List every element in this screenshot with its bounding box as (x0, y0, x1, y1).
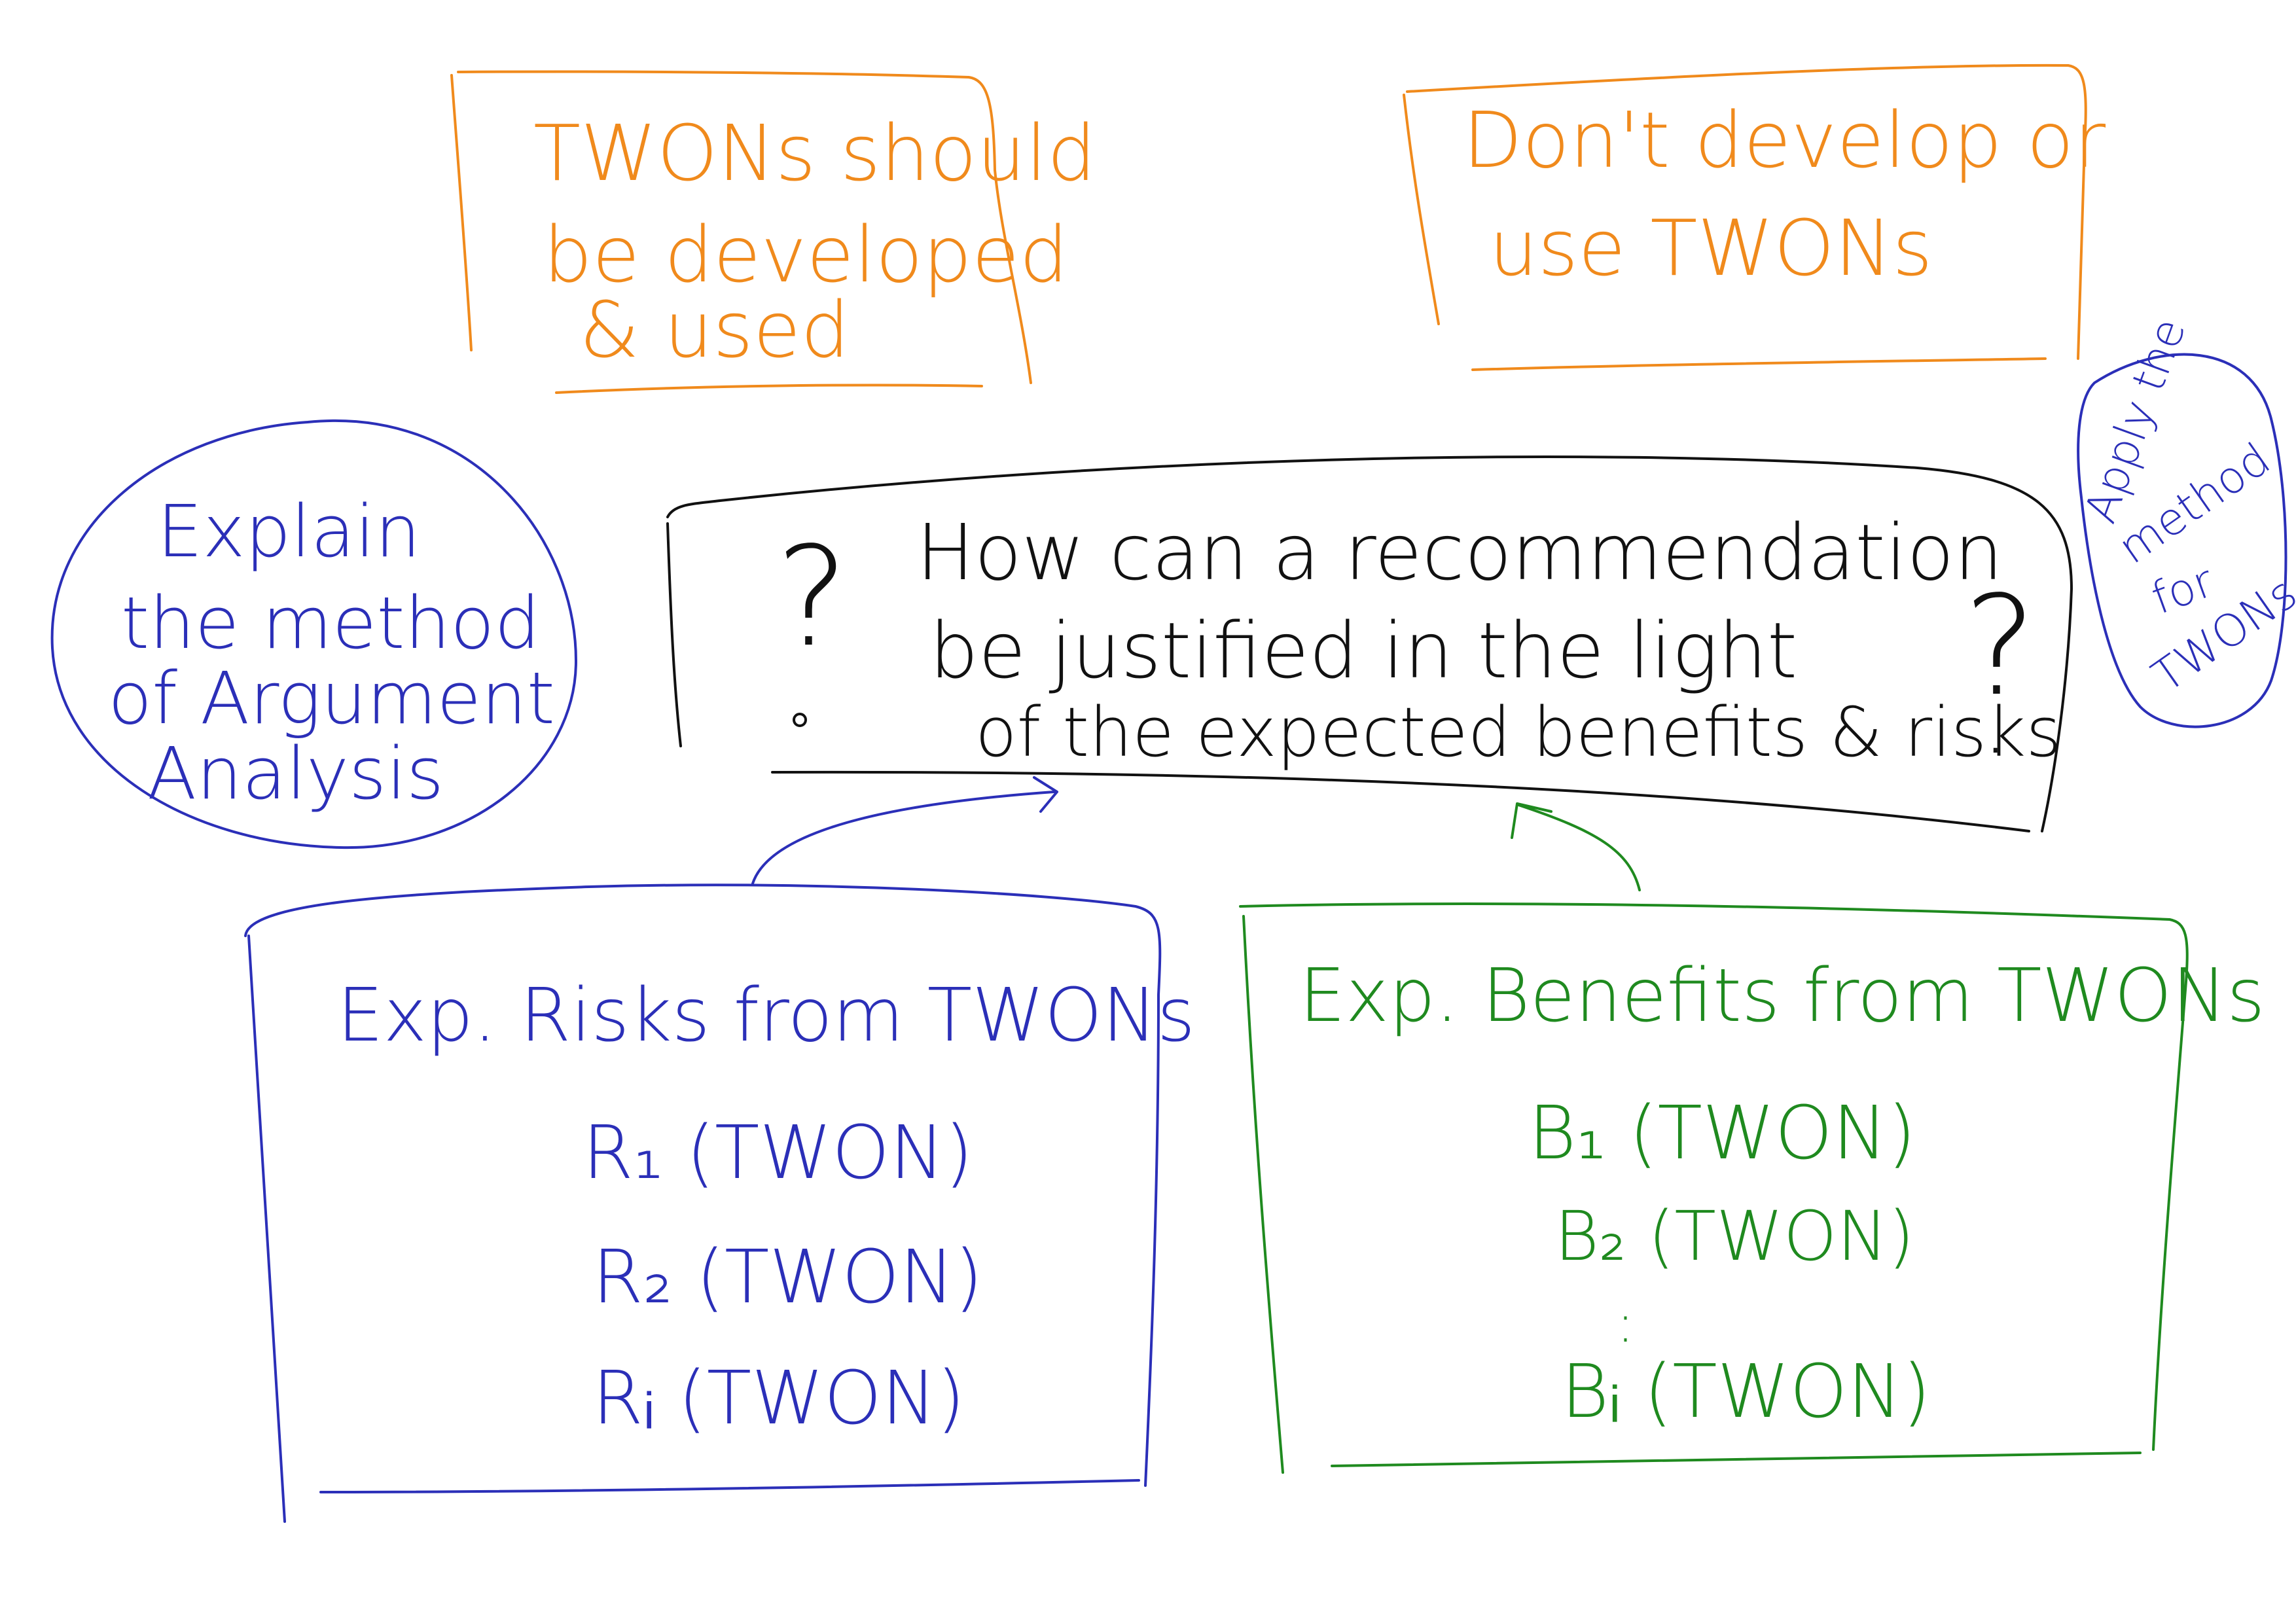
question-mark-open: ? (776, 517, 848, 677)
risks-box: Exp. Risks from TWONs R₁ (TWON) R₂ (TWON… (244, 883, 1195, 1523)
central-question-box: ? ? How can a recommendation be justifie… (666, 455, 2073, 832)
benefits-title: Exp. Benefits from TWONs (1299, 954, 2265, 1039)
benefit-item-3: Bᵢ (TWON) (1561, 1349, 1931, 1435)
question-line-1: How can a recommendation (916, 507, 2003, 597)
benefits-box: Exp. Benefits from TWONs B₁ (TWON) B₂ (T… (1239, 902, 2265, 1474)
top-left-line-3: & used (579, 285, 850, 375)
benefit-ellipsis: : (1617, 1293, 1634, 1354)
top-left-line-2: be developed (543, 209, 1068, 300)
top-right-line-2: use TWONs (1489, 203, 1933, 293)
right-apply-oval: Apply the method for TWONs (2075, 312, 2296, 728)
top-right-line-1: Don't develop or (1463, 95, 2106, 185)
question-mark-close: ? (1964, 566, 2036, 726)
risks-title: Exp. Risks from TWONs (337, 973, 1195, 1058)
question-line-2: be justified in the light (929, 605, 1797, 696)
risks-arrow (751, 776, 1058, 885)
left-circle-line-3: of Argument (108, 656, 555, 740)
risk-item-1: R₁ (TWON) (583, 1111, 973, 1196)
top-left-line-1: TWONs should (533, 108, 1096, 198)
left-method-circle: Explain the method of Argument Analysis (50, 419, 577, 849)
top-left-option-box: TWONs should be developed & used (450, 70, 1096, 394)
benefit-item-2: B₂ (TWON) (1554, 1196, 1914, 1276)
left-circle-line-4: Analysis (147, 732, 444, 815)
question-end-mark: . (1983, 681, 2008, 771)
risk-item-2: R₂ (TWON) (592, 1235, 983, 1320)
benefit-item-1: B₁ (TWON) (1528, 1091, 1916, 1176)
left-circle-line-1: Explain (157, 490, 421, 573)
left-circle-line-2: the method (121, 581, 540, 665)
risk-item-3: Rᵢ (TWON) (592, 1356, 965, 1441)
benefits-arrow (1511, 802, 1641, 891)
top-right-option-box: Don't develop or use TWONs (1403, 63, 2106, 371)
question-line-3: of the expected benefits & risks (975, 692, 2062, 772)
question-dot (793, 713, 807, 727)
